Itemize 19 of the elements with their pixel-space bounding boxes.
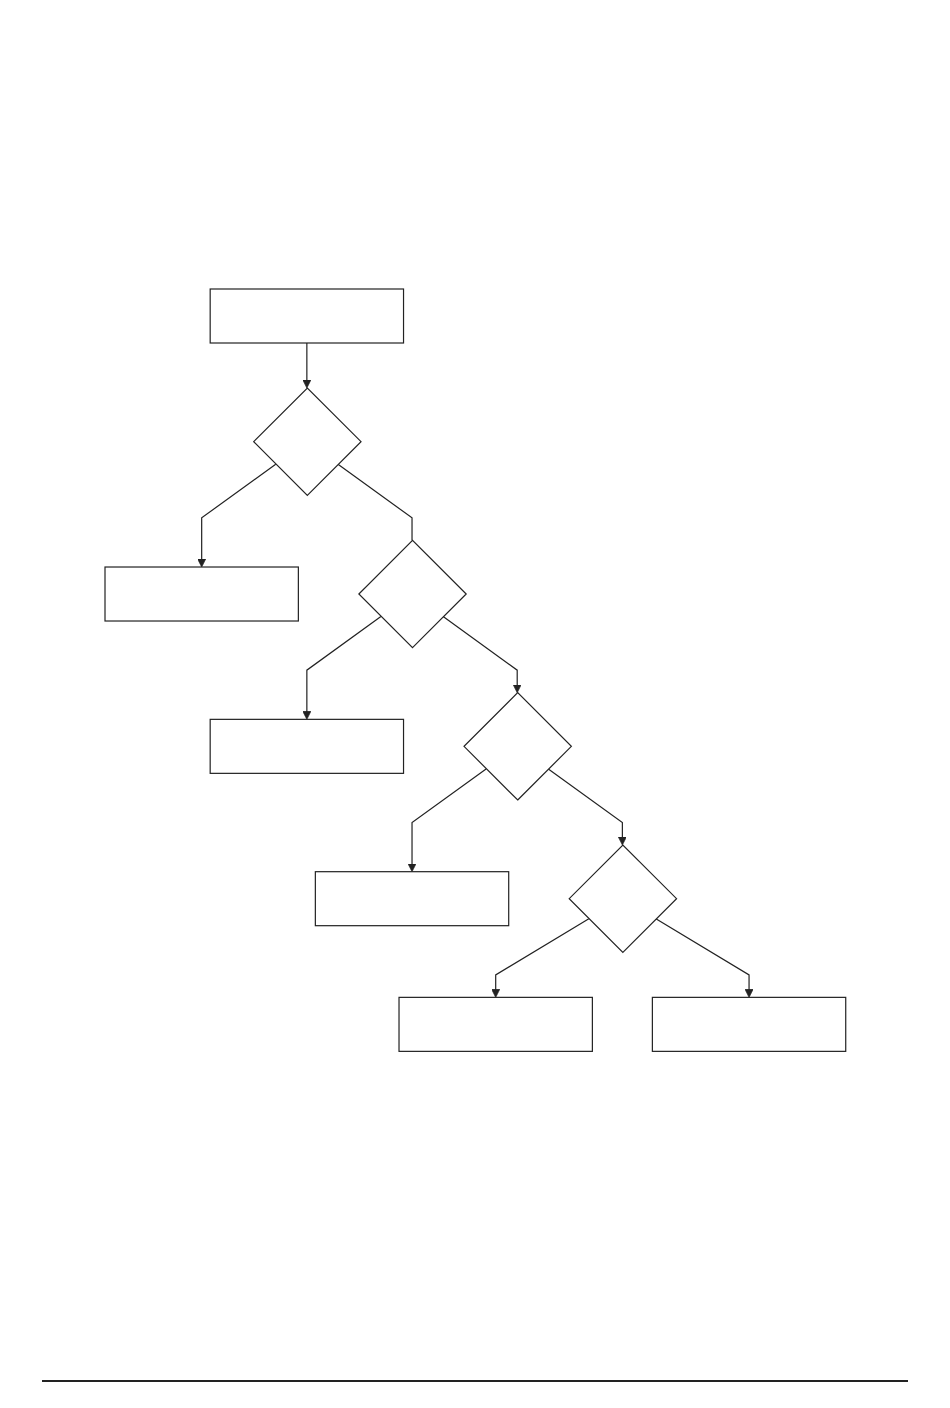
arrow: [547, 768, 627, 846]
arrow: [654, 918, 754, 998]
node-box: [651, 996, 846, 1052]
arrow: [302, 342, 311, 389]
arrow: [196, 463, 276, 568]
node-diamond: [357, 539, 467, 649]
connector: [337, 463, 413, 541]
node-diamond: [462, 691, 572, 801]
node-diamond: [568, 844, 677, 953]
node-box: [398, 996, 593, 1052]
arrow: [442, 615, 522, 693]
node-box: [209, 288, 404, 344]
node-box: [104, 566, 299, 622]
node-diamond: [252, 386, 362, 496]
node-box: [314, 870, 509, 927]
arrow: [490, 918, 590, 998]
arrow: [302, 615, 382, 720]
node-box: [209, 718, 404, 774]
arrow: [407, 768, 487, 872]
